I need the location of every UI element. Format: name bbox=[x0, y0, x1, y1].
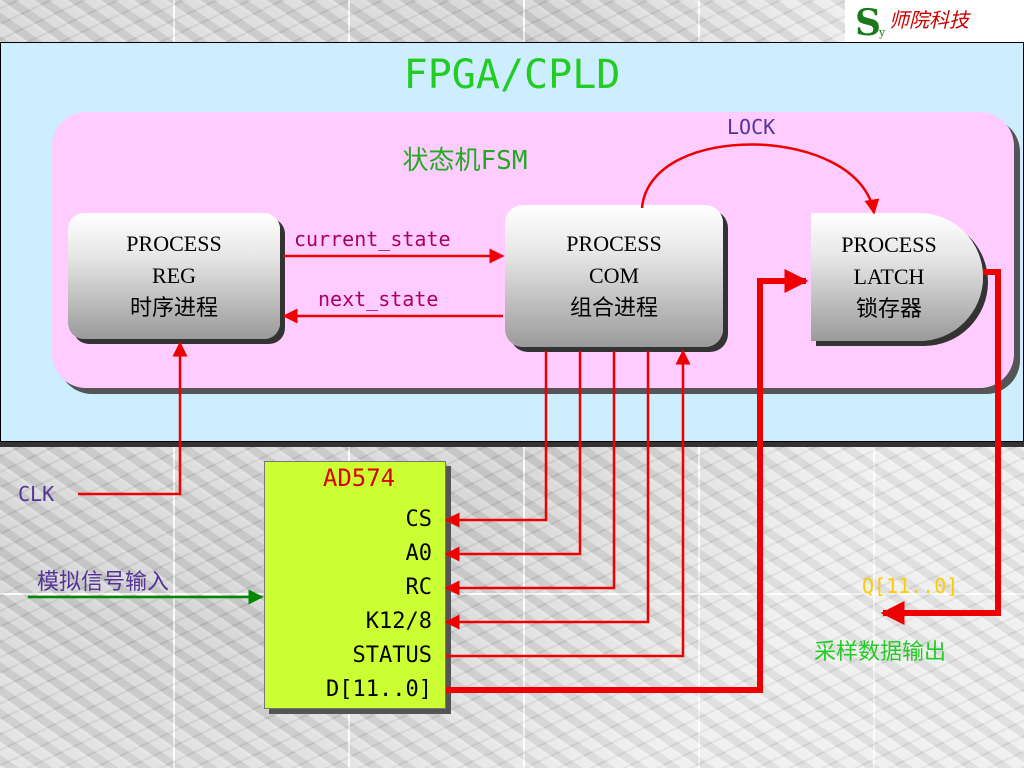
process-latch-line2: LATCH bbox=[853, 264, 925, 289]
logo-sub-letter: y bbox=[879, 26, 886, 39]
pin-status: STATUS bbox=[352, 643, 432, 668]
wire-rc bbox=[444, 351, 616, 596]
pin-a0: A0 bbox=[405, 541, 433, 566]
process-reg-line1: PROCESS bbox=[126, 231, 222, 256]
process-latch-line3: 锁存器 bbox=[855, 296, 922, 321]
wire-lock bbox=[640, 143, 880, 215]
wire-data-bus bbox=[446, 269, 809, 693]
pin-k12-8: K12/8 bbox=[365, 609, 432, 634]
ad574-chip bbox=[264, 461, 446, 709]
process-com-line2: COM bbox=[588, 263, 640, 288]
label-q-out: Q[11..0] bbox=[862, 574, 959, 598]
label-analog-input: 模拟信号输入 bbox=[37, 570, 170, 595]
label-current-state: current_state bbox=[294, 227, 451, 251]
pin-cs: CS bbox=[405, 507, 433, 532]
wire-clk bbox=[78, 341, 188, 496]
label-next-state: next_state bbox=[318, 287, 439, 311]
process-reg-block: PROCESS REG 时序进程 bbox=[68, 213, 280, 339]
logo-text: 师院科技 bbox=[889, 8, 969, 32]
logo: S y 师院科技 bbox=[845, 0, 1024, 44]
pin-rc: RC bbox=[405, 575, 433, 600]
logo-letter: S bbox=[855, 2, 881, 44]
process-reg-line3: 时序进程 bbox=[129, 295, 218, 320]
wire-status bbox=[446, 349, 691, 658]
process-latch-block: PROCESS LATCH 锁存器 bbox=[811, 213, 983, 341]
wire-q-out bbox=[880, 269, 1001, 625]
ad574-name: AD574 bbox=[322, 464, 396, 492]
label-lock: LOCK bbox=[727, 115, 776, 139]
fpga-title: FPGA/CPLD bbox=[403, 52, 621, 98]
process-com-line1: PROCESS bbox=[566, 231, 662, 256]
label-clk: CLK bbox=[18, 482, 55, 506]
pin-d-bus: D[11..0] bbox=[326, 677, 432, 702]
process-latch-line1: PROCESS bbox=[841, 232, 937, 257]
wire-a0 bbox=[444, 351, 582, 562]
process-reg-line2: REG bbox=[152, 263, 196, 288]
process-com-block: PROCESS COM 组合进程 bbox=[505, 205, 723, 347]
fsm-title: 状态机FSM bbox=[402, 146, 528, 176]
label-data-output: 采样数据输出 bbox=[814, 640, 947, 665]
process-com-line3: 组合进程 bbox=[569, 295, 658, 320]
wire-k12 bbox=[444, 351, 650, 630]
wire-cs bbox=[444, 351, 548, 528]
